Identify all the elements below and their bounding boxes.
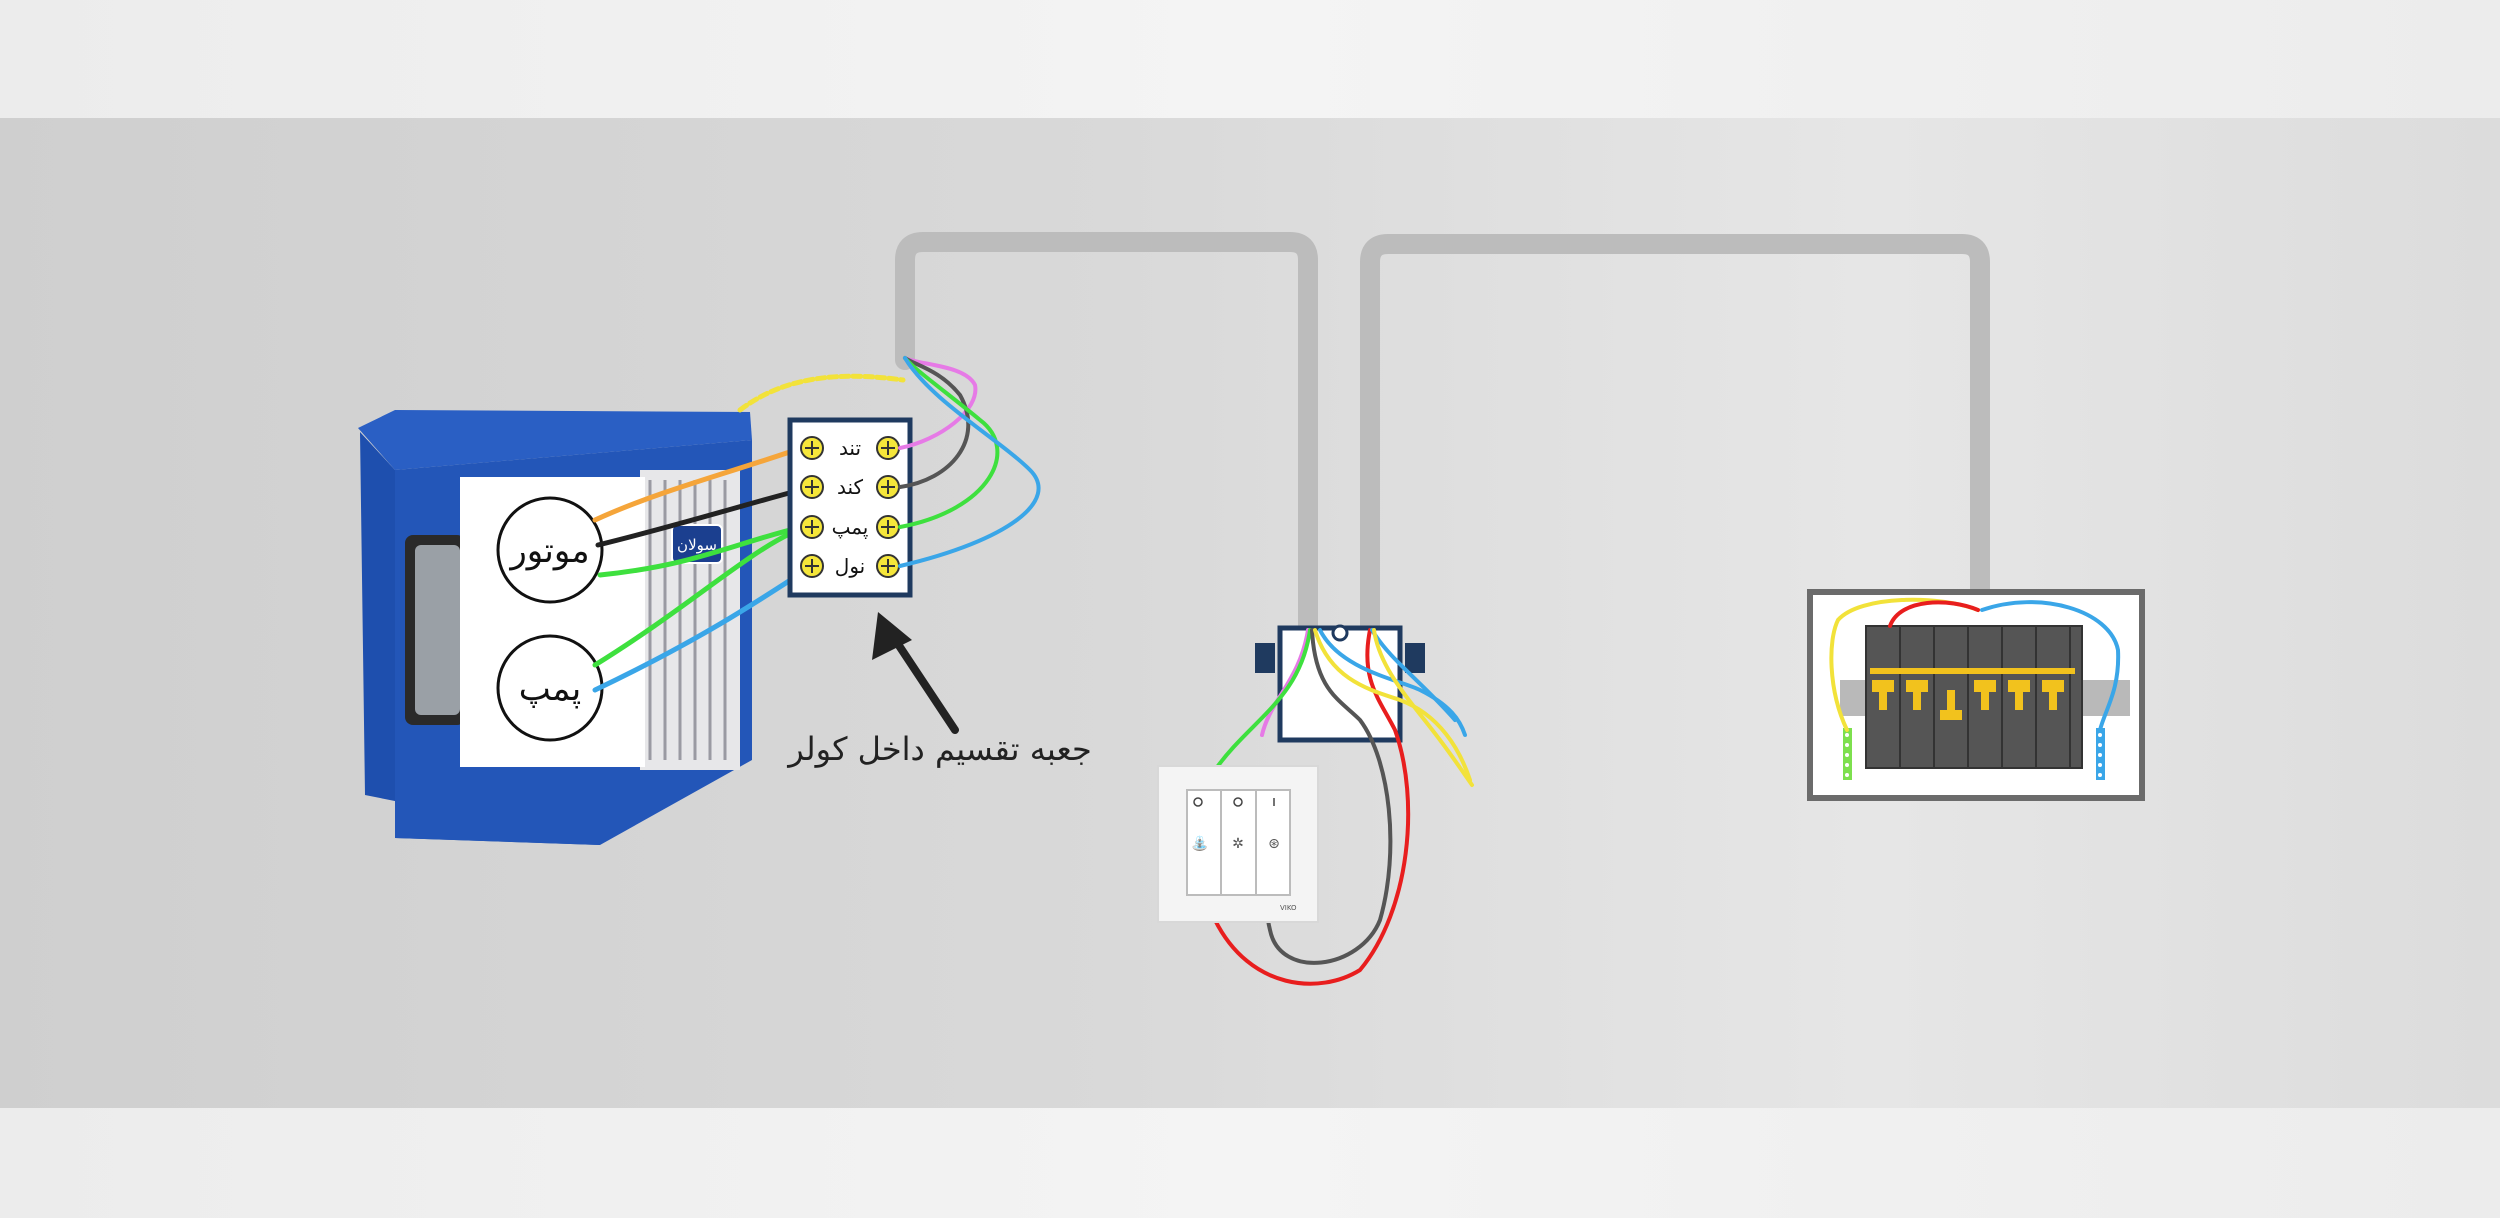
evaporative-cooler: سولان موتور پمپ (358, 410, 752, 845)
wire-pink-out (898, 356, 978, 450)
junction-wires (1213, 628, 1474, 986)
wire-blue-out-2 (1370, 628, 1457, 722)
caption-group: جعبه تقسیم داخل کولر (786, 612, 1092, 768)
cooler-top (358, 410, 752, 470)
terminal-label-slow: کند (837, 475, 864, 499)
conduit-pipes (895, 232, 1990, 640)
caption-text: جعبه تقسیم داخل کولر (786, 730, 1091, 768)
wire-green-pump (597, 522, 815, 578)
wire-gray-loop (1265, 628, 1393, 965)
switch-rockers (1186, 789, 1291, 896)
terminal-box: تند کند پمپ نول (787, 417, 913, 598)
tap-icon: ⛲ (1191, 835, 1208, 852)
brand-label: سولان (677, 536, 717, 554)
cooler-left-face (360, 432, 600, 845)
junction-ear-right (1405, 643, 1425, 673)
panel-terminal-strips (1843, 728, 2105, 780)
fan-icon: ✲ (1232, 836, 1244, 852)
panel-wires (1829, 597, 2121, 732)
switch-brand: VIKO (1280, 904, 1297, 912)
wire-yellow-out-2 (1372, 628, 1474, 787)
terminal-label-pump: پمپ (832, 515, 869, 540)
wire-blue-out (898, 356, 1041, 568)
motor-circle (496, 496, 604, 604)
wire-orange-motor (592, 442, 813, 523)
wire-yellow-conduit (737, 373, 906, 413)
electrical-panel (1807, 589, 2145, 801)
pump-label: پمپ (519, 669, 582, 709)
wire-red-loop (1213, 628, 1411, 986)
terminal-label-neutral: نول (835, 554, 865, 578)
wire-green-switch (1213, 628, 1312, 772)
terminal-label-fast: تند (839, 436, 861, 460)
wire-green-out (898, 356, 1000, 529)
terminal-screws-left (800, 436, 824, 578)
arrow-icon (886, 628, 959, 734)
conduit-right (1360, 234, 1990, 640)
wall-switch: ⛲ ✲ ⊛ VIKO (1157, 765, 1319, 923)
wire-blue-out (1318, 628, 1467, 737)
junction-screw (1331, 624, 1349, 642)
conduit-left (895, 232, 1318, 640)
wire-yellow-out (1313, 628, 1472, 782)
terminal-screws-right (876, 436, 900, 578)
fan-blower (415, 545, 460, 715)
breakers (1865, 625, 2083, 769)
terminal-out-wires (898, 356, 1041, 568)
motor-label: موتور (508, 531, 589, 571)
junction-ear-left (1255, 643, 1275, 673)
speed-icon: ⊛ (1268, 836, 1280, 852)
arrow-head (872, 612, 912, 660)
